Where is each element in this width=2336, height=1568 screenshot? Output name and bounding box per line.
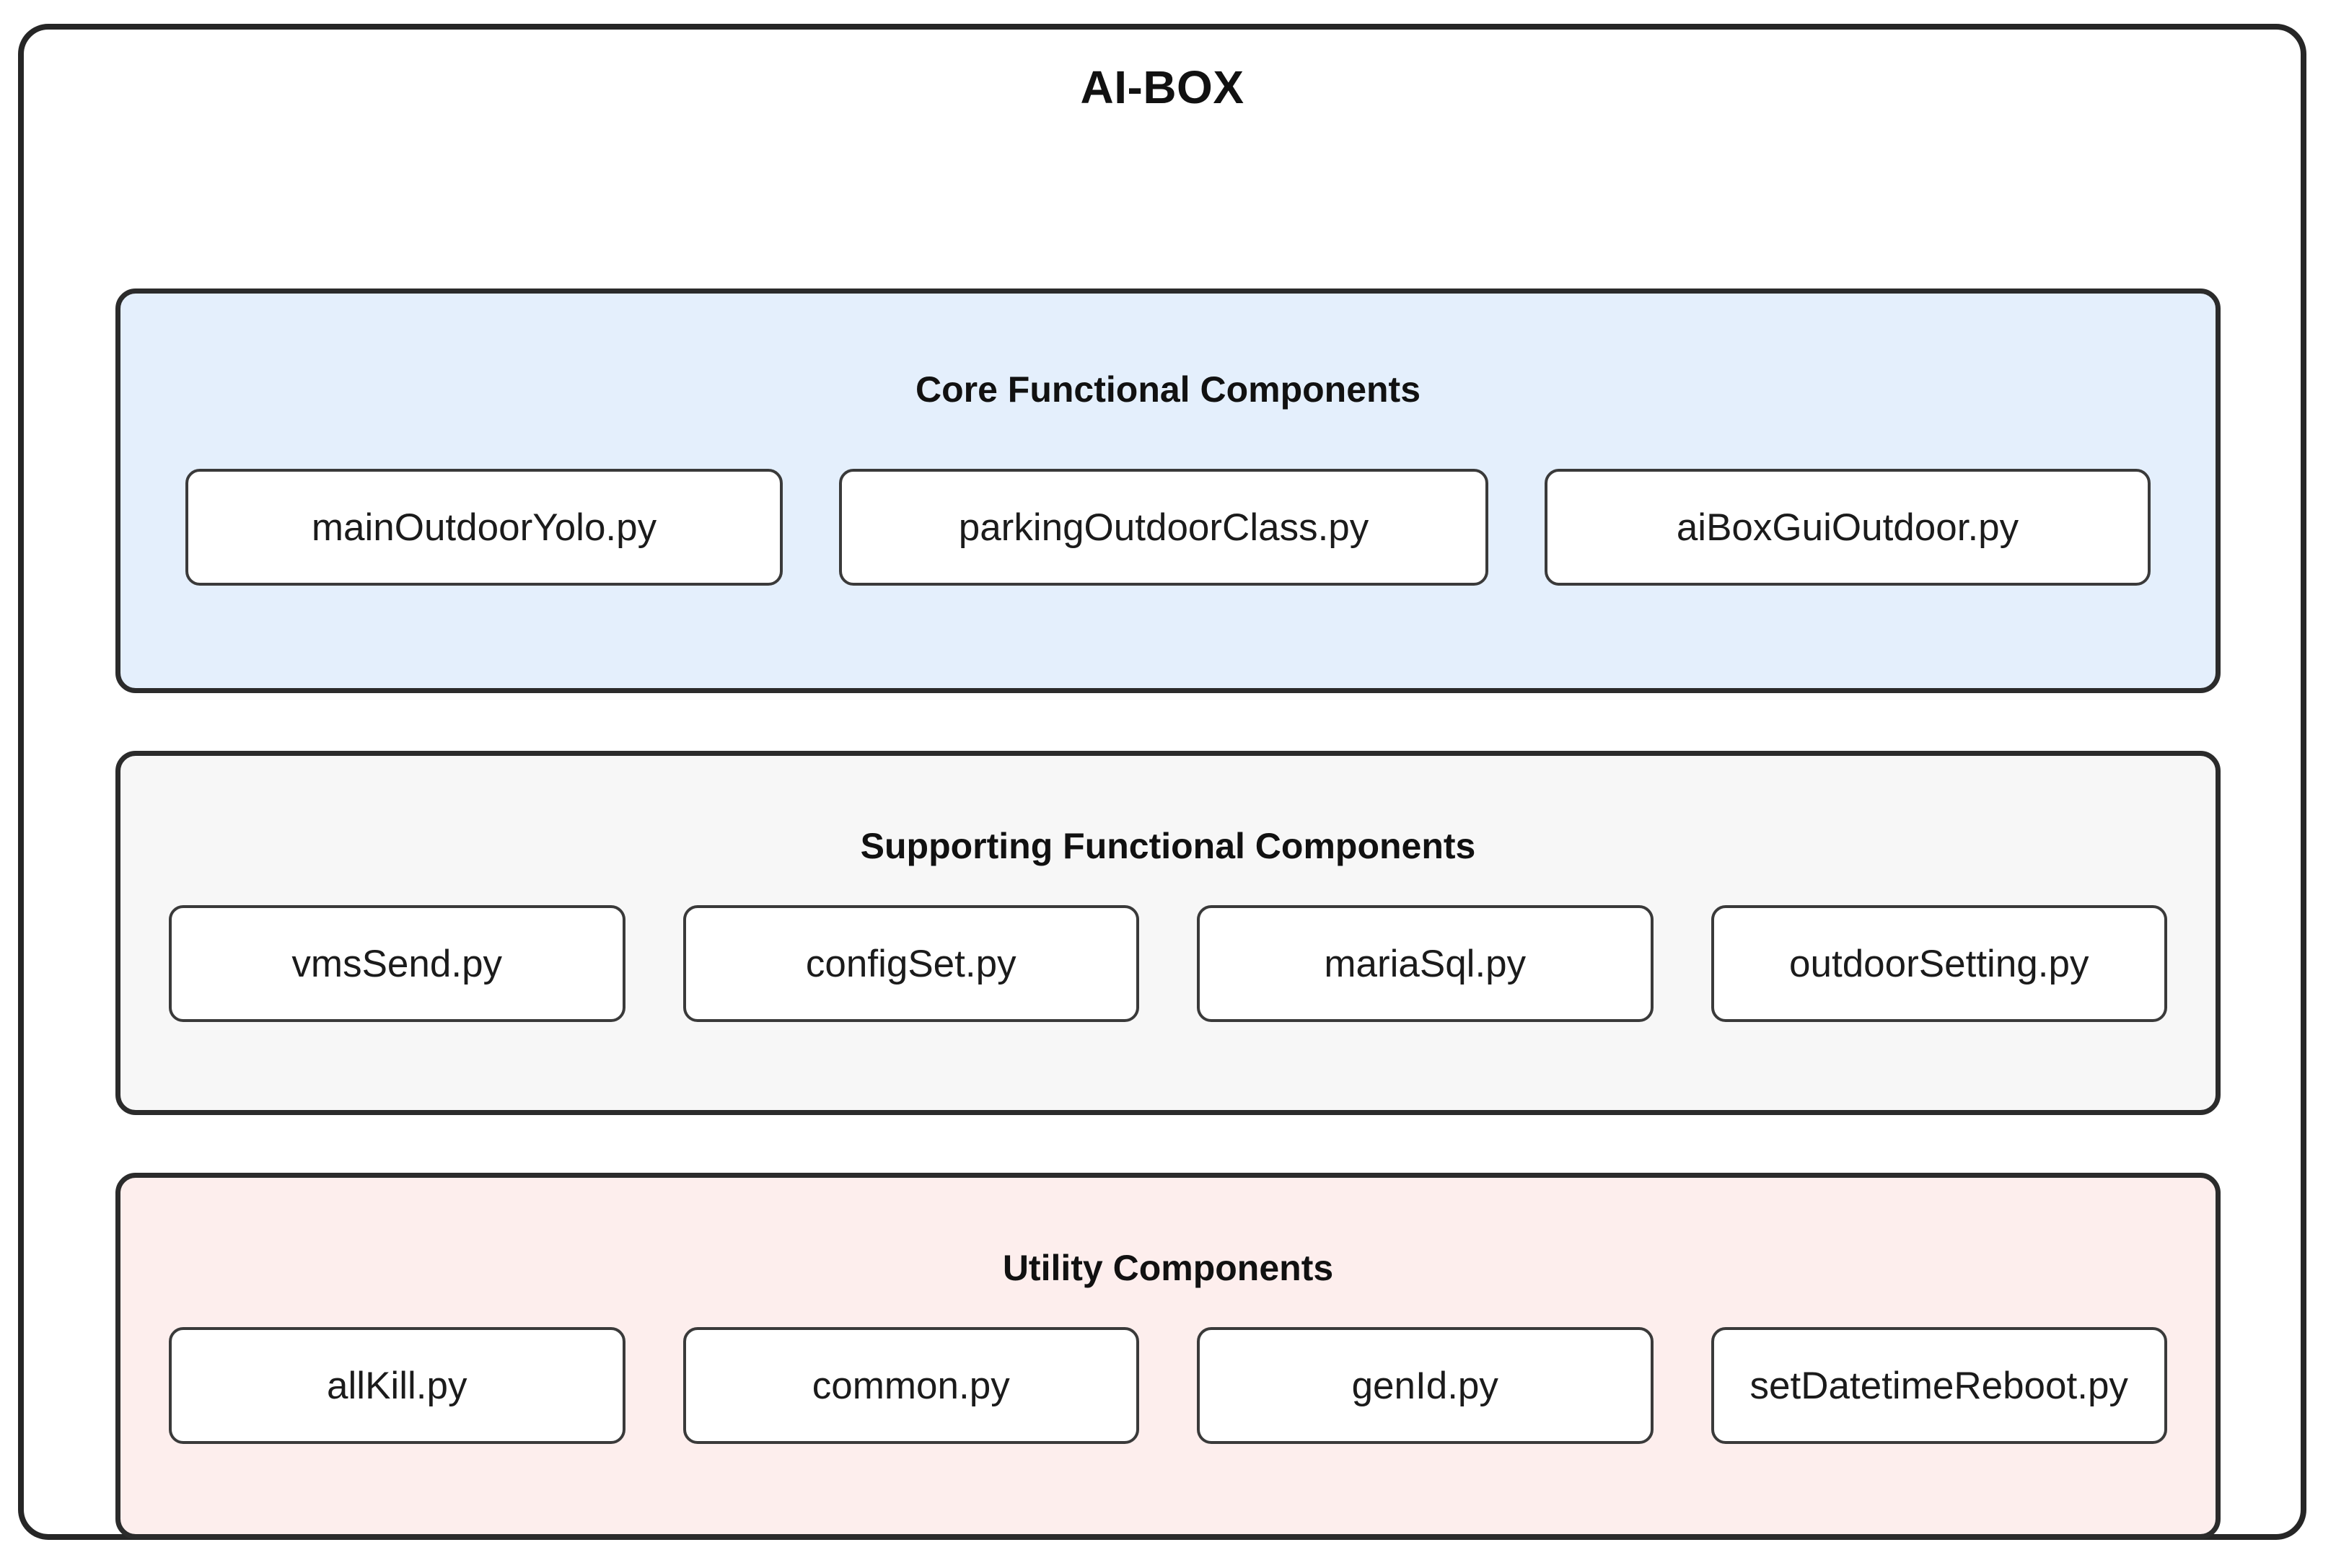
- component-box-gen-id[interactable]: genId.py: [1197, 1327, 1654, 1444]
- section-title-utility: Utility Components: [1002, 1248, 1334, 1288]
- component-row-utility: allKill.py common.py genId.py setDatetim…: [120, 1327, 2216, 1444]
- section-title-supporting: Supporting Functional Components: [860, 826, 1476, 866]
- component-box-parking-outdoor-class[interactable]: parkingOutdoorClass.py: [839, 469, 1488, 586]
- component-row-core: mainOutdoorYolo.py parkingOutdoorClass.p…: [120, 469, 2216, 586]
- section-core-functional-components: Core Functional Components mainOutdoorYo…: [115, 289, 2221, 693]
- component-box-vms-send[interactable]: vmsSend.py: [169, 905, 625, 1022]
- component-box-common[interactable]: common.py: [682, 1327, 1139, 1444]
- component-row-supporting: vmsSend.py configSet.py mariaSql.py outd…: [120, 905, 2216, 1022]
- component-box-set-datetime-reboot[interactable]: setDatetimeReboot.py: [1711, 1327, 2167, 1444]
- section-supporting-functional-components: Supporting Functional Components vmsSend…: [115, 751, 2221, 1115]
- component-box-config-set[interactable]: configSet.py: [682, 905, 1139, 1022]
- aibox-container: AI-BOX Core Functional Components mainOu…: [18, 24, 2306, 1540]
- component-box-outdoor-setting[interactable]: outdoorSetting.py: [1711, 905, 2167, 1022]
- component-box-maria-sql[interactable]: mariaSql.py: [1197, 905, 1654, 1022]
- page-title: AI-BOX: [1080, 61, 1244, 113]
- section-title-core: Core Functional Components: [915, 369, 1421, 410]
- component-box-ai-box-gui-outdoor[interactable]: aiBoxGuiOutdoor.py: [1545, 469, 2151, 586]
- component-box-main-outdoor-yolo[interactable]: mainOutdoorYolo.py: [185, 469, 783, 586]
- component-box-all-kill[interactable]: allKill.py: [169, 1327, 625, 1444]
- section-utility-components: Utility Components allKill.py common.py …: [115, 1173, 2221, 1539]
